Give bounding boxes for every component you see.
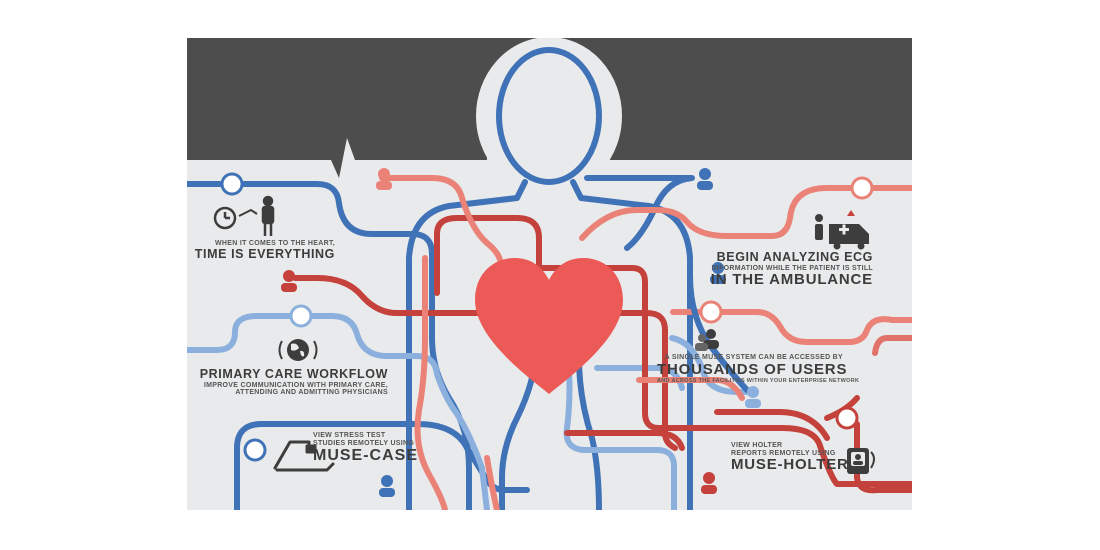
muse-infographic: When it comes to the heart, Time is ever… <box>187 38 912 510</box>
station-primary <box>289 304 313 328</box>
stopwatch-doctor-icon <box>213 195 275 236</box>
head-outline <box>496 47 602 185</box>
person-icon <box>697 168 713 190</box>
person-markers <box>281 168 761 497</box>
body-outline <box>406 38 693 510</box>
callout-ecg: Begin analyzing ECG information while th… <box>685 250 873 289</box>
station-ecg <box>850 176 874 200</box>
callout-primary-title: Primary care workflow <box>199 367 388 381</box>
callout-stress-highlight: MUSE-CASE <box>313 447 419 465</box>
station-holter <box>835 406 859 430</box>
callout-holter: View Holter reports remotely using MUSE-… <box>731 442 849 474</box>
callout-ecg-highlight: in the ambulance <box>710 271 873 289</box>
station-time <box>220 172 244 196</box>
callout-primary-sub2: attending and admitting physicians <box>235 389 388 397</box>
holter-monitor-icon <box>847 448 875 474</box>
users-icon <box>695 329 719 351</box>
callout-muse-sub: A single MUSE system can be accessed by <box>664 354 843 361</box>
callout-ecg-sub: information while the patient is still <box>711 264 873 272</box>
callout-primary: Primary care workflow Improve communicat… <box>197 367 388 397</box>
stations <box>220 172 874 462</box>
callout-primary-sub1: Improve communication with primary care, <box>203 381 388 389</box>
callout-stress-sub1: View stress test <box>313 432 386 439</box>
callout-stress: View stress test studies remotely using … <box>313 432 418 465</box>
callout-muse-highlight: Thousands of users <box>657 360 848 378</box>
treadmill-icon <box>273 440 335 472</box>
person-icon <box>745 386 761 408</box>
infographic-artwork <box>187 38 912 510</box>
callout-muse-sub2: and across the facilities within your en… <box>657 378 860 385</box>
person-icon <box>379 475 395 497</box>
callout-time-line2: Time is everything <box>194 246 335 261</box>
globe-icon <box>278 339 318 361</box>
callout-holter-sub1: View Holter <box>731 442 783 449</box>
callout-stress-sub2: studies remotely using <box>313 439 415 447</box>
callout-holter-highlight: MUSE-HOLTER <box>731 456 849 474</box>
callout-ecg-title: Begin analyzing ECG <box>716 250 873 264</box>
ambulance-icon <box>815 210 869 250</box>
callout-time-line1: When it comes to the heart, <box>215 240 335 247</box>
callout-muse: A single MUSE system can be accessed by … <box>657 354 860 385</box>
person-icon <box>710 262 726 284</box>
person-icon <box>281 270 297 292</box>
person-icon <box>701 472 717 494</box>
station-stress <box>243 438 267 462</box>
person-icon <box>376 168 392 190</box>
heart-icon <box>475 258 623 394</box>
callout-holter-sub2: reports remotely using <box>731 449 836 457</box>
callout-time: When it comes to the heart, Time is ever… <box>187 240 335 261</box>
station-muse <box>699 300 723 324</box>
